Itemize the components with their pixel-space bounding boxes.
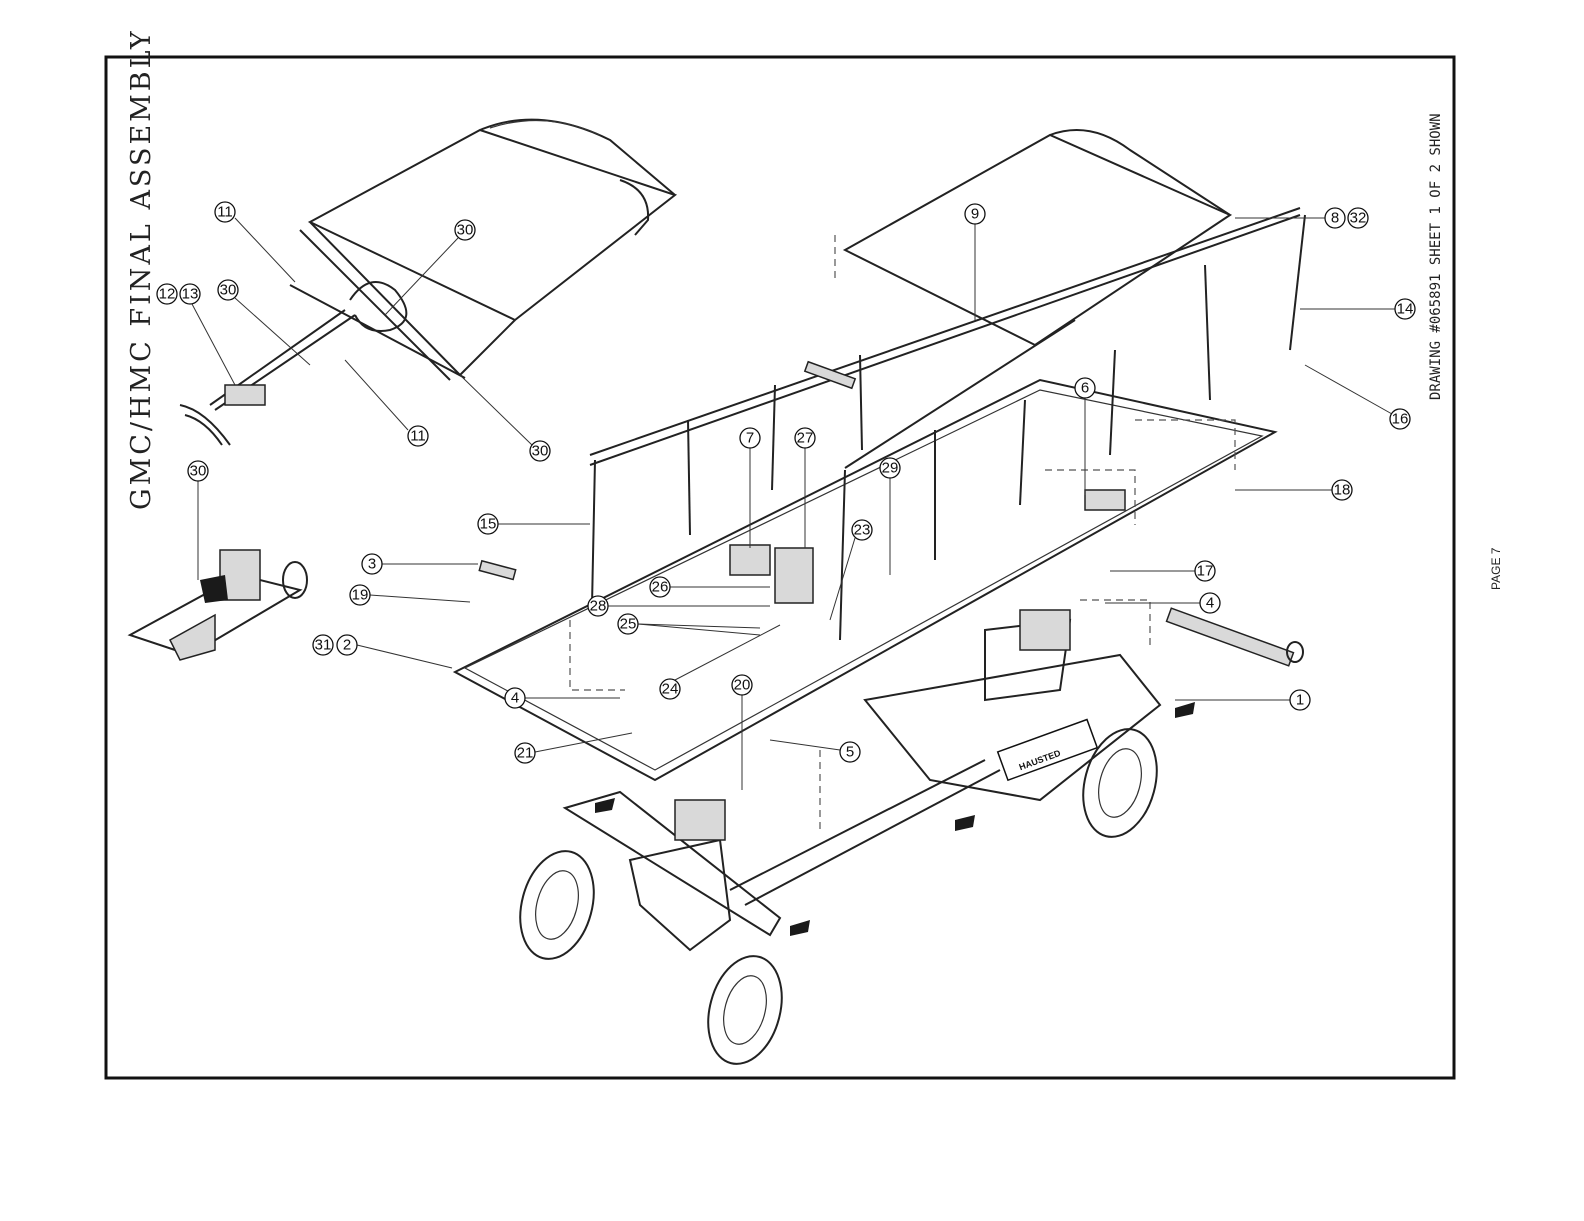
svg-text:19: 19 [352, 587, 369, 604]
svg-text:18: 18 [1334, 482, 1351, 499]
svg-text:30: 30 [190, 463, 207, 480]
callout-30-left: 30 [218, 280, 310, 365]
callout-5: 5 [770, 740, 860, 762]
callout-17: 17 [1110, 561, 1215, 581]
callout-4-right: 4 [1105, 593, 1220, 613]
callout-2: 2 [337, 635, 452, 668]
svg-text:5: 5 [846, 744, 854, 761]
svg-text:9: 9 [971, 206, 979, 223]
callout-4-lower: 4 [505, 688, 620, 708]
callout-30-right: 30 [460, 375, 550, 461]
svg-text:23: 23 [854, 522, 871, 539]
callout-27: 27 [795, 428, 815, 548]
callout-18: 18 [1235, 480, 1352, 500]
svg-text:3: 3 [368, 556, 376, 573]
svg-text:16: 16 [1392, 411, 1409, 428]
svg-text:6: 6 [1081, 380, 1089, 397]
page-label: PAGE 7 [1489, 547, 1503, 590]
callouts: 1 2 3 4 4 5 6 7 8 32 9 11 11 12 13 14 15… [157, 202, 1415, 790]
callout-3: 3 [362, 554, 478, 574]
svg-text:1: 1 [1296, 692, 1304, 709]
drawing-note: DRAWING #065891 SHEET 1 OF 2 SHOWN [1428, 113, 1444, 400]
callout-7: 7 [740, 428, 760, 548]
svg-text:17: 17 [1197, 563, 1214, 580]
svg-text:30: 30 [532, 443, 549, 460]
callout-20: 20 [732, 675, 752, 790]
callout-6: 6 [1075, 378, 1095, 495]
callout-30-bracket: 30 [188, 461, 208, 580]
bracket-detail [130, 550, 307, 660]
svg-text:30: 30 [220, 282, 237, 299]
svg-text:11: 11 [217, 204, 233, 221]
callout-32: 32 [1348, 208, 1368, 228]
svg-text:2: 2 [343, 637, 351, 654]
main-stretcher [455, 130, 1305, 830]
callout-12: 12 [157, 284, 177, 304]
svg-text:29: 29 [882, 460, 899, 477]
svg-text:24: 24 [662, 681, 679, 698]
drawing-title: GMC/HMC FINAL ASSEMBLY [126, 28, 157, 510]
callout-28: 28 [588, 596, 770, 616]
callout-1: 1 [1175, 690, 1310, 710]
callout-14: 14 [1300, 299, 1415, 319]
svg-text:25: 25 [620, 616, 637, 633]
svg-text:20: 20 [734, 677, 751, 694]
svg-text:4: 4 [1206, 595, 1214, 612]
callout-31: 31 [313, 635, 333, 655]
svg-text:26: 26 [652, 579, 669, 596]
svg-text:12: 12 [159, 286, 176, 303]
callout-11-top: 11 [215, 202, 295, 282]
callout-16: 16 [1305, 365, 1410, 429]
svg-text:21: 21 [517, 745, 534, 762]
callout-25: 25 [618, 614, 760, 635]
svg-text:27: 27 [797, 430, 814, 447]
callout-19: 19 [350, 585, 470, 605]
svg-text:14: 14 [1397, 301, 1414, 318]
svg-text:4: 4 [511, 690, 519, 707]
svg-text:11: 11 [410, 428, 426, 445]
callout-29: 29 [880, 458, 900, 575]
callout-23: 23 [830, 520, 872, 620]
svg-text:32: 32 [1350, 210, 1367, 227]
callout-9: 9 [965, 204, 985, 320]
callout-30-top: 30 [385, 220, 475, 315]
svg-text:15: 15 [480, 516, 497, 533]
callout-15: 15 [478, 514, 590, 534]
svg-text:13: 13 [182, 286, 199, 303]
svg-text:30: 30 [457, 222, 474, 239]
svg-text:7: 7 [746, 430, 754, 447]
svg-text:8: 8 [1331, 210, 1339, 227]
svg-text:31: 31 [315, 637, 332, 654]
callout-24: 24 [660, 625, 780, 699]
svg-text:28: 28 [590, 598, 607, 615]
callout-11-bottom: 11 [345, 360, 428, 446]
head-section-exploded [180, 120, 675, 445]
callout-26: 26 [650, 577, 770, 597]
